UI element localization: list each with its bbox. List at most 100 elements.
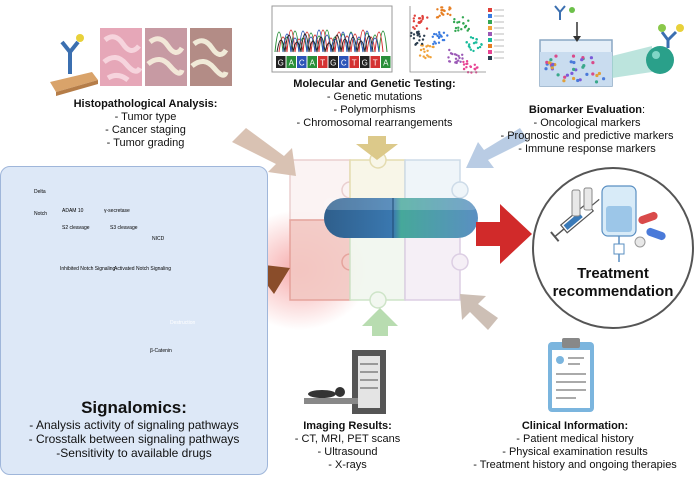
- biomarker-particle: [589, 56, 594, 60]
- clinical-item: - Treatment history and ongoing therapie…: [473, 459, 677, 471]
- tsne-point: [471, 36, 475, 40]
- arrow-molecular: [356, 136, 398, 160]
- tsne-point: [423, 50, 426, 53]
- tsne-point: [412, 33, 416, 36]
- biomarker-item: - Prognostic and predictive markers: [500, 130, 674, 142]
- biomarker-particle: [594, 80, 599, 84]
- tsne-point: [461, 57, 464, 60]
- sequence-base-letter: T: [320, 59, 325, 68]
- tsne-point: [473, 63, 476, 66]
- tsne-legend-swatch: [488, 38, 492, 42]
- biomarker-particle: [554, 54, 558, 58]
- arrow-histopathology: [232, 128, 296, 176]
- tsne-point: [432, 42, 435, 46]
- tsne-point: [440, 9, 443, 12]
- tsne-point: [434, 42, 437, 45]
- tsne-point: [422, 47, 425, 51]
- sequence-base-letter: A: [383, 59, 389, 68]
- sequence-base-letter: A: [289, 59, 295, 68]
- biomarker-particle: [576, 78, 580, 83]
- biomarker-particle: [565, 73, 570, 77]
- tsne-point: [469, 36, 473, 39]
- tsne-point: [413, 27, 416, 30]
- tsne-point: [476, 46, 480, 50]
- tsne-point: [462, 63, 466, 66]
- signalomics-items: - Analysis activity of signaling pathway…: [0, 418, 268, 460]
- tsne-point: [464, 25, 467, 28]
- biomarker-particle: [563, 75, 567, 79]
- tsne-point: [431, 45, 434, 49]
- dropper-icon: [571, 187, 593, 217]
- sequence-base-letter: G: [278, 59, 284, 68]
- biomarker-particle: [570, 71, 574, 75]
- biomarker-particle: [572, 67, 576, 71]
- tsne-point: [418, 35, 421, 38]
- treatment-circle: [532, 167, 694, 329]
- biomarker-title-suffix: :: [642, 104, 646, 116]
- tsne-point: [459, 60, 462, 63]
- biomarker-block: Biomarker Evaluation: - Oncological mark…: [472, 104, 695, 156]
- tsne-point: [455, 53, 458, 57]
- tsne-axes: [409, 6, 486, 73]
- tsne-point: [475, 38, 478, 41]
- tsne-point: [442, 31, 446, 34]
- iv-bag-icon: [601, 185, 637, 262]
- molecular-block: Molecular and Genetic Testing: - Genetic…: [262, 78, 487, 130]
- tissue-panel-2: [145, 28, 187, 86]
- sequence-base-letter: A: [310, 59, 316, 68]
- biomarker-illustration: [539, 5, 684, 87]
- tsne-point: [441, 38, 445, 42]
- tsne-point: [472, 49, 475, 53]
- sequence-base-box: [360, 56, 370, 68]
- tsne-point: [456, 21, 459, 24]
- molecular-item: - Genetic mutations: [326, 91, 423, 103]
- tsne-point: [447, 56, 450, 59]
- biomarker-item: - Immune response markers: [518, 143, 656, 155]
- sequence-base-box: [339, 56, 349, 68]
- arrow-biomarker: [466, 128, 528, 168]
- signalomics-panel: [0, 166, 268, 475]
- clinical-item: - Physical examination results: [502, 446, 648, 458]
- tsne-point: [419, 48, 423, 52]
- tsne-scatter: [409, 6, 504, 74]
- tsne-point: [421, 38, 425, 41]
- biomarker-particle: [562, 79, 566, 83]
- tsne-point: [469, 65, 472, 68]
- biomarker-particle: [545, 60, 549, 64]
- tsne-point: [437, 41, 441, 44]
- tsne-legend-swatch: [488, 50, 492, 54]
- tsne-point: [410, 31, 413, 35]
- treatment-title-line: Treatment: [577, 265, 649, 282]
- sequence-base-box: [381, 56, 391, 68]
- tsne-point: [460, 28, 463, 31]
- sequence-base-box: [370, 56, 380, 68]
- tsne-point: [465, 66, 468, 69]
- tsne-point: [420, 42, 424, 46]
- tsne-point: [465, 41, 468, 44]
- tsne-point: [446, 12, 449, 16]
- tsne-point: [457, 26, 460, 29]
- imaging-item: - Ultrasound: [317, 446, 378, 458]
- tsne-point: [448, 48, 451, 52]
- tsne-point: [433, 32, 436, 36]
- tsne-point: [458, 20, 461, 24]
- pills-icon: [634, 211, 666, 248]
- signalomics-item: - Crosstalk between signaling pathways: [28, 432, 240, 446]
- histopathology-item: - Cancer staging: [105, 124, 186, 136]
- imaging-item: - CT, MRI, PET scans: [294, 433, 401, 445]
- clinical-block: Clinical Information: - Patient medical …: [455, 420, 695, 472]
- signalomics-item: - Analysis activity of signaling pathway…: [29, 418, 239, 432]
- molecular-items: - Genetic mutations - Polymorphisms - Ch…: [262, 91, 487, 130]
- imaging-title: Imaging Results:: [303, 420, 392, 432]
- clipboard-icon: [548, 338, 594, 412]
- tsne-point: [440, 35, 443, 38]
- molecular-item: - Polymorphisms: [333, 104, 416, 116]
- imaging-item: - X-rays: [328, 459, 367, 471]
- tsne-point: [480, 43, 483, 46]
- tsne-point: [412, 20, 416, 23]
- tsne-point: [448, 6, 451, 9]
- biomarker-item: - Oncological markers: [533, 117, 641, 129]
- imaging-items: - CT, MRI, PET scans - Ultrasound - X-ra…: [290, 433, 405, 472]
- biomarker-title-row: Biomarker Evaluation:: [472, 104, 695, 117]
